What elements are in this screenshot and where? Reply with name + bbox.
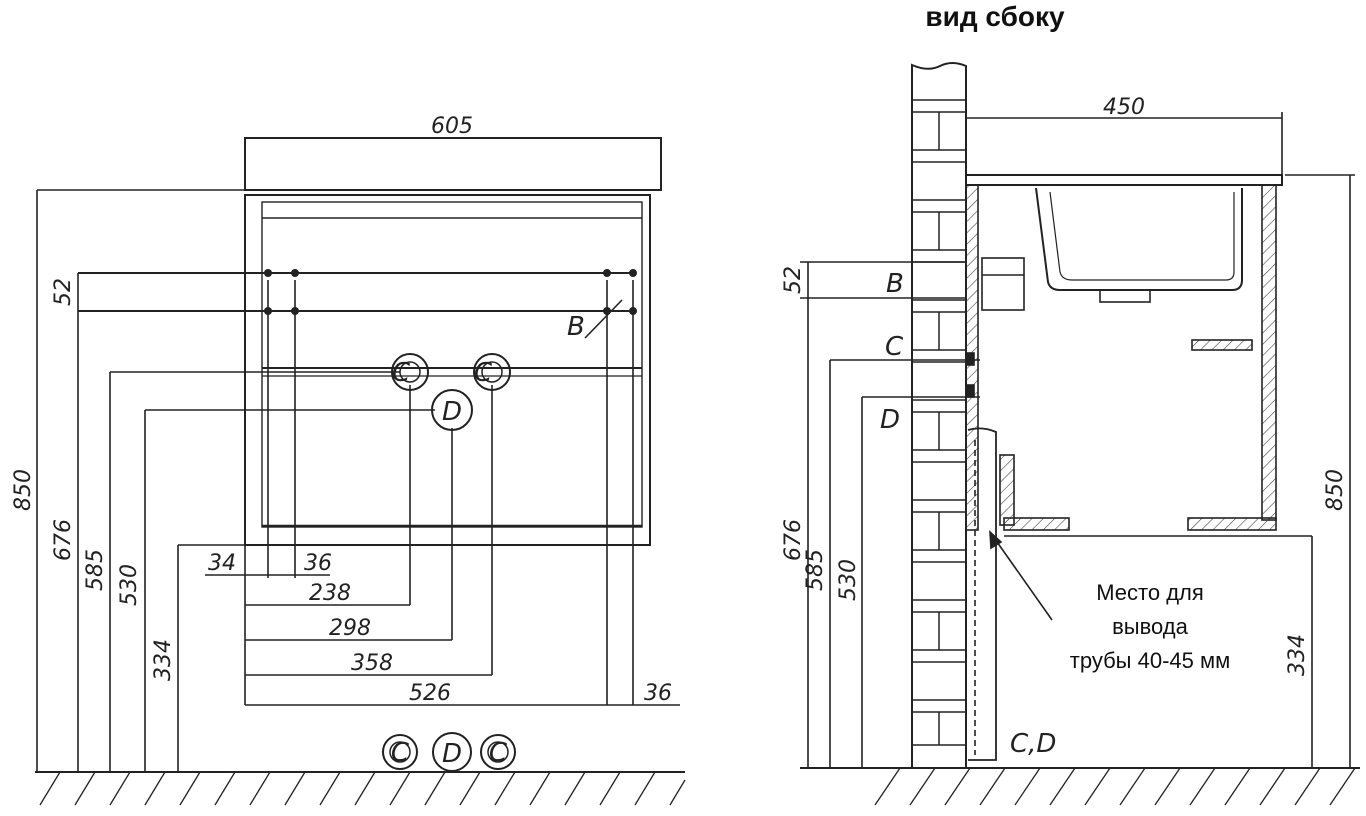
side-height-530-label: 530 xyxy=(836,559,861,601)
side-countertop xyxy=(965,174,1283,186)
dim-298-label: 298 xyxy=(329,616,371,641)
drawer-front xyxy=(1187,517,1277,531)
c-connection-right xyxy=(473,353,511,391)
c-mark-right: C xyxy=(474,358,493,388)
height-676-label: 676 xyxy=(51,519,76,561)
height-334-label: 334 xyxy=(151,639,176,681)
side-height-850-label: 850 xyxy=(1323,469,1348,511)
side-height-676-label: 676 xyxy=(781,519,806,561)
side-view-labels: вид сбоку 450 850 676 585 530 334 52 B C… xyxy=(781,1,1348,759)
side-mark-b: B xyxy=(886,269,904,299)
side-height-334-label: 334 xyxy=(1285,634,1310,676)
note-line-2: вывода xyxy=(1112,614,1189,639)
note-arrow xyxy=(989,531,1053,621)
legend-d-text: D xyxy=(442,739,462,769)
legend-c-right xyxy=(480,734,516,770)
side-view-title: вид сбоку xyxy=(925,1,1065,32)
b-mark-label: B xyxy=(567,312,585,342)
note-line-3: трубы 40-45 мм xyxy=(1070,648,1230,673)
legend-c-right-inner xyxy=(487,741,509,763)
drain-pipe xyxy=(967,427,997,761)
height-530-label: 530 xyxy=(117,564,142,606)
dim-358-label: 358 xyxy=(351,651,393,676)
front-floor-hatch xyxy=(39,771,686,806)
width-label: 605 xyxy=(431,114,473,139)
height-850-label: 850 xyxy=(11,469,36,511)
d-mark: D xyxy=(442,397,462,427)
legend-c-right-text: C xyxy=(489,738,508,768)
height-585-label: 585 xyxy=(83,549,108,591)
dim-34-label: 34 xyxy=(208,551,236,576)
dim-36b-label: 36 xyxy=(644,681,672,706)
b-bolts xyxy=(264,269,637,315)
countertop xyxy=(244,137,662,191)
b-height-label: 52 xyxy=(51,278,76,306)
sink-drain xyxy=(1099,289,1151,303)
dim-526-label: 526 xyxy=(409,681,451,706)
c-connection-point xyxy=(965,352,975,366)
valve-fitting xyxy=(981,257,1025,311)
side-mark-d: D xyxy=(880,405,900,435)
dim-36-label: 36 xyxy=(304,551,332,576)
c-connection-left xyxy=(391,353,429,391)
note-line-1: Место для xyxy=(1096,580,1204,605)
c-mark-left: C xyxy=(392,358,411,388)
side-floor-hatch xyxy=(874,767,1356,806)
cabinet-front-wall xyxy=(1261,184,1277,521)
side-height-585-label: 585 xyxy=(803,549,828,591)
side-view xyxy=(800,62,1360,806)
wall-bricks xyxy=(912,99,966,746)
side-width-label: 450 xyxy=(1103,95,1145,120)
cabinet-shelf xyxy=(1191,339,1253,351)
legend-c-left-text: C xyxy=(391,738,410,768)
sink-basin-inner xyxy=(1049,191,1235,281)
note-arrowhead xyxy=(989,530,1003,550)
front-view xyxy=(35,137,686,806)
dim-238-label: 238 xyxy=(309,581,351,606)
drawer-side xyxy=(999,454,1015,526)
wall xyxy=(911,62,967,769)
side-mark-c: C xyxy=(885,332,904,362)
c-inner-right xyxy=(481,361,503,383)
legend-d xyxy=(432,732,472,772)
side-b-height-label: 52 xyxy=(781,266,806,294)
sink-basin-outer xyxy=(1035,187,1243,291)
side-mark-cd: C,D xyxy=(1010,729,1056,759)
legend-c-left-inner xyxy=(389,741,411,763)
front-view-labels: 605 850 676 585 530 334 52 B C C D C D C… xyxy=(11,114,672,769)
b-leader xyxy=(584,299,623,339)
d-connection-point xyxy=(965,384,975,398)
c-inner-left xyxy=(399,361,421,383)
d-drain-circle xyxy=(431,389,473,431)
cabinet-body xyxy=(244,194,651,546)
legend-c-left xyxy=(382,734,418,770)
